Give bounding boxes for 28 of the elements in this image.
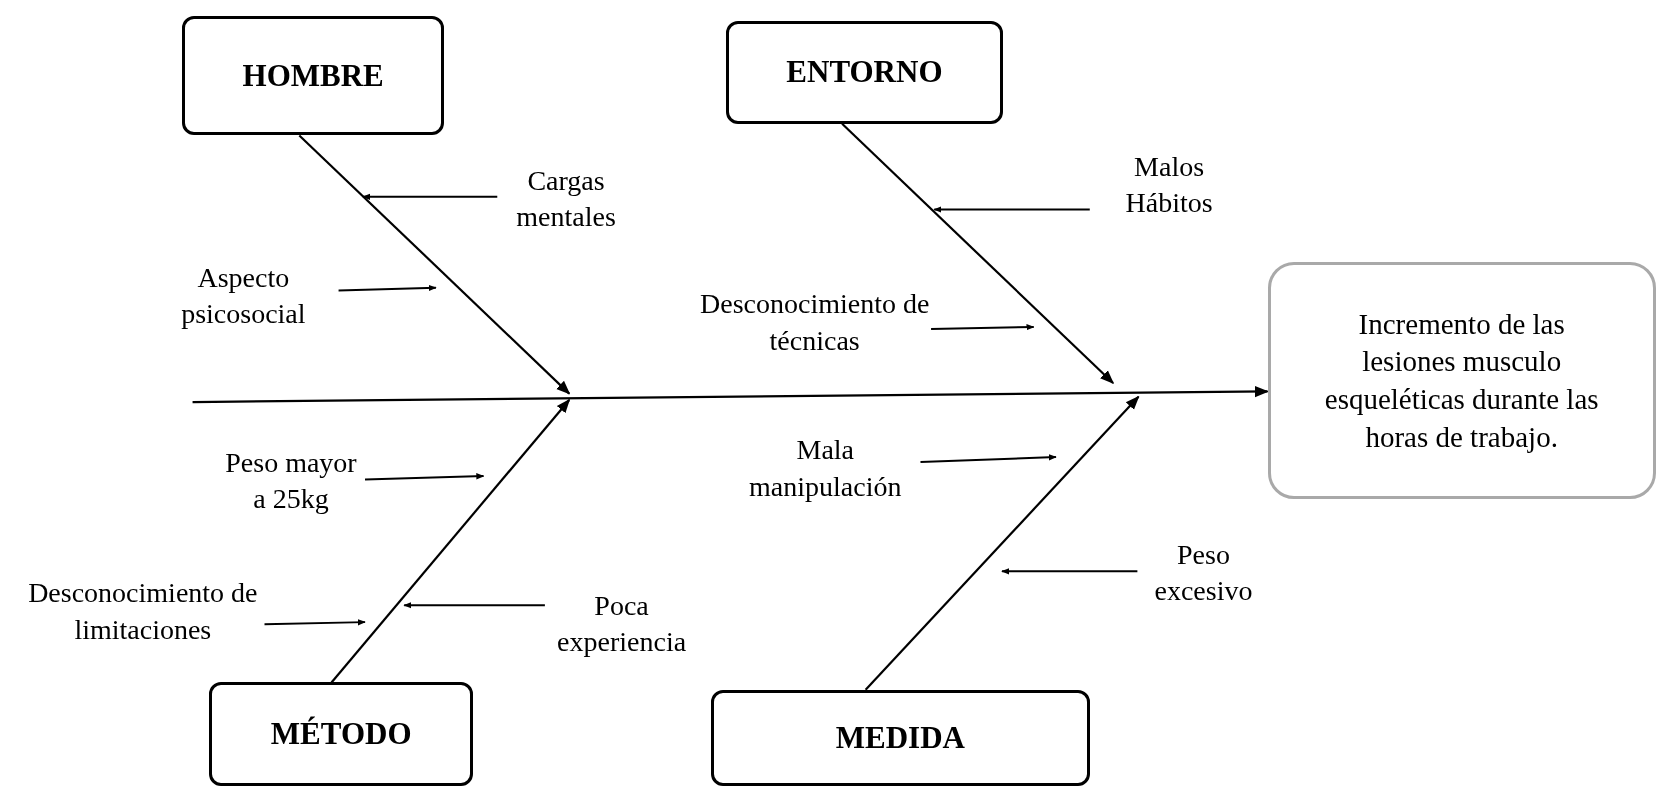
spine-arrow <box>192 385 1269 404</box>
cause-label: Mala manipulación <box>730 426 921 511</box>
category-box: MEDIDA <box>711 689 1090 787</box>
cause-arrow <box>337 284 437 292</box>
category-box: MÉTODO <box>209 682 473 787</box>
cause-arrow <box>1000 568 1139 575</box>
category-box: HOMBRE <box>181 15 445 136</box>
bone-arrow <box>864 395 1140 691</box>
bone-arrow <box>841 123 1115 384</box>
cause-arrow <box>919 454 1057 463</box>
cause-label: Peso excesivo <box>1137 531 1270 616</box>
cause-arrow <box>361 193 499 200</box>
effect-box: Incremento de las lesiones musculo esqueléticas durante las horas de trabajo. <box>1267 262 1656 500</box>
cause-label: Cargas mentales <box>497 156 635 242</box>
cause-label: Desconocimiento de limitaciones <box>21 569 265 654</box>
bone-arrow <box>330 398 571 684</box>
bone-arrow <box>298 134 571 395</box>
cause-arrow <box>403 602 546 609</box>
cause-arrow <box>364 473 485 481</box>
cause-label: Poca experiencia <box>544 581 699 667</box>
cause-label: Aspecto psicosocial <box>148 253 339 339</box>
category-box: ENTORNO <box>725 21 1003 124</box>
cause-arrow <box>933 206 1091 213</box>
cause-label: Malos Hábitos <box>1089 142 1249 228</box>
cause-arrow <box>263 619 366 626</box>
cause-arrow <box>930 323 1035 331</box>
cause-label: Peso mayor a 25kg <box>216 439 365 524</box>
cause-label: Desconocimiento de técnicas <box>698 280 932 365</box>
